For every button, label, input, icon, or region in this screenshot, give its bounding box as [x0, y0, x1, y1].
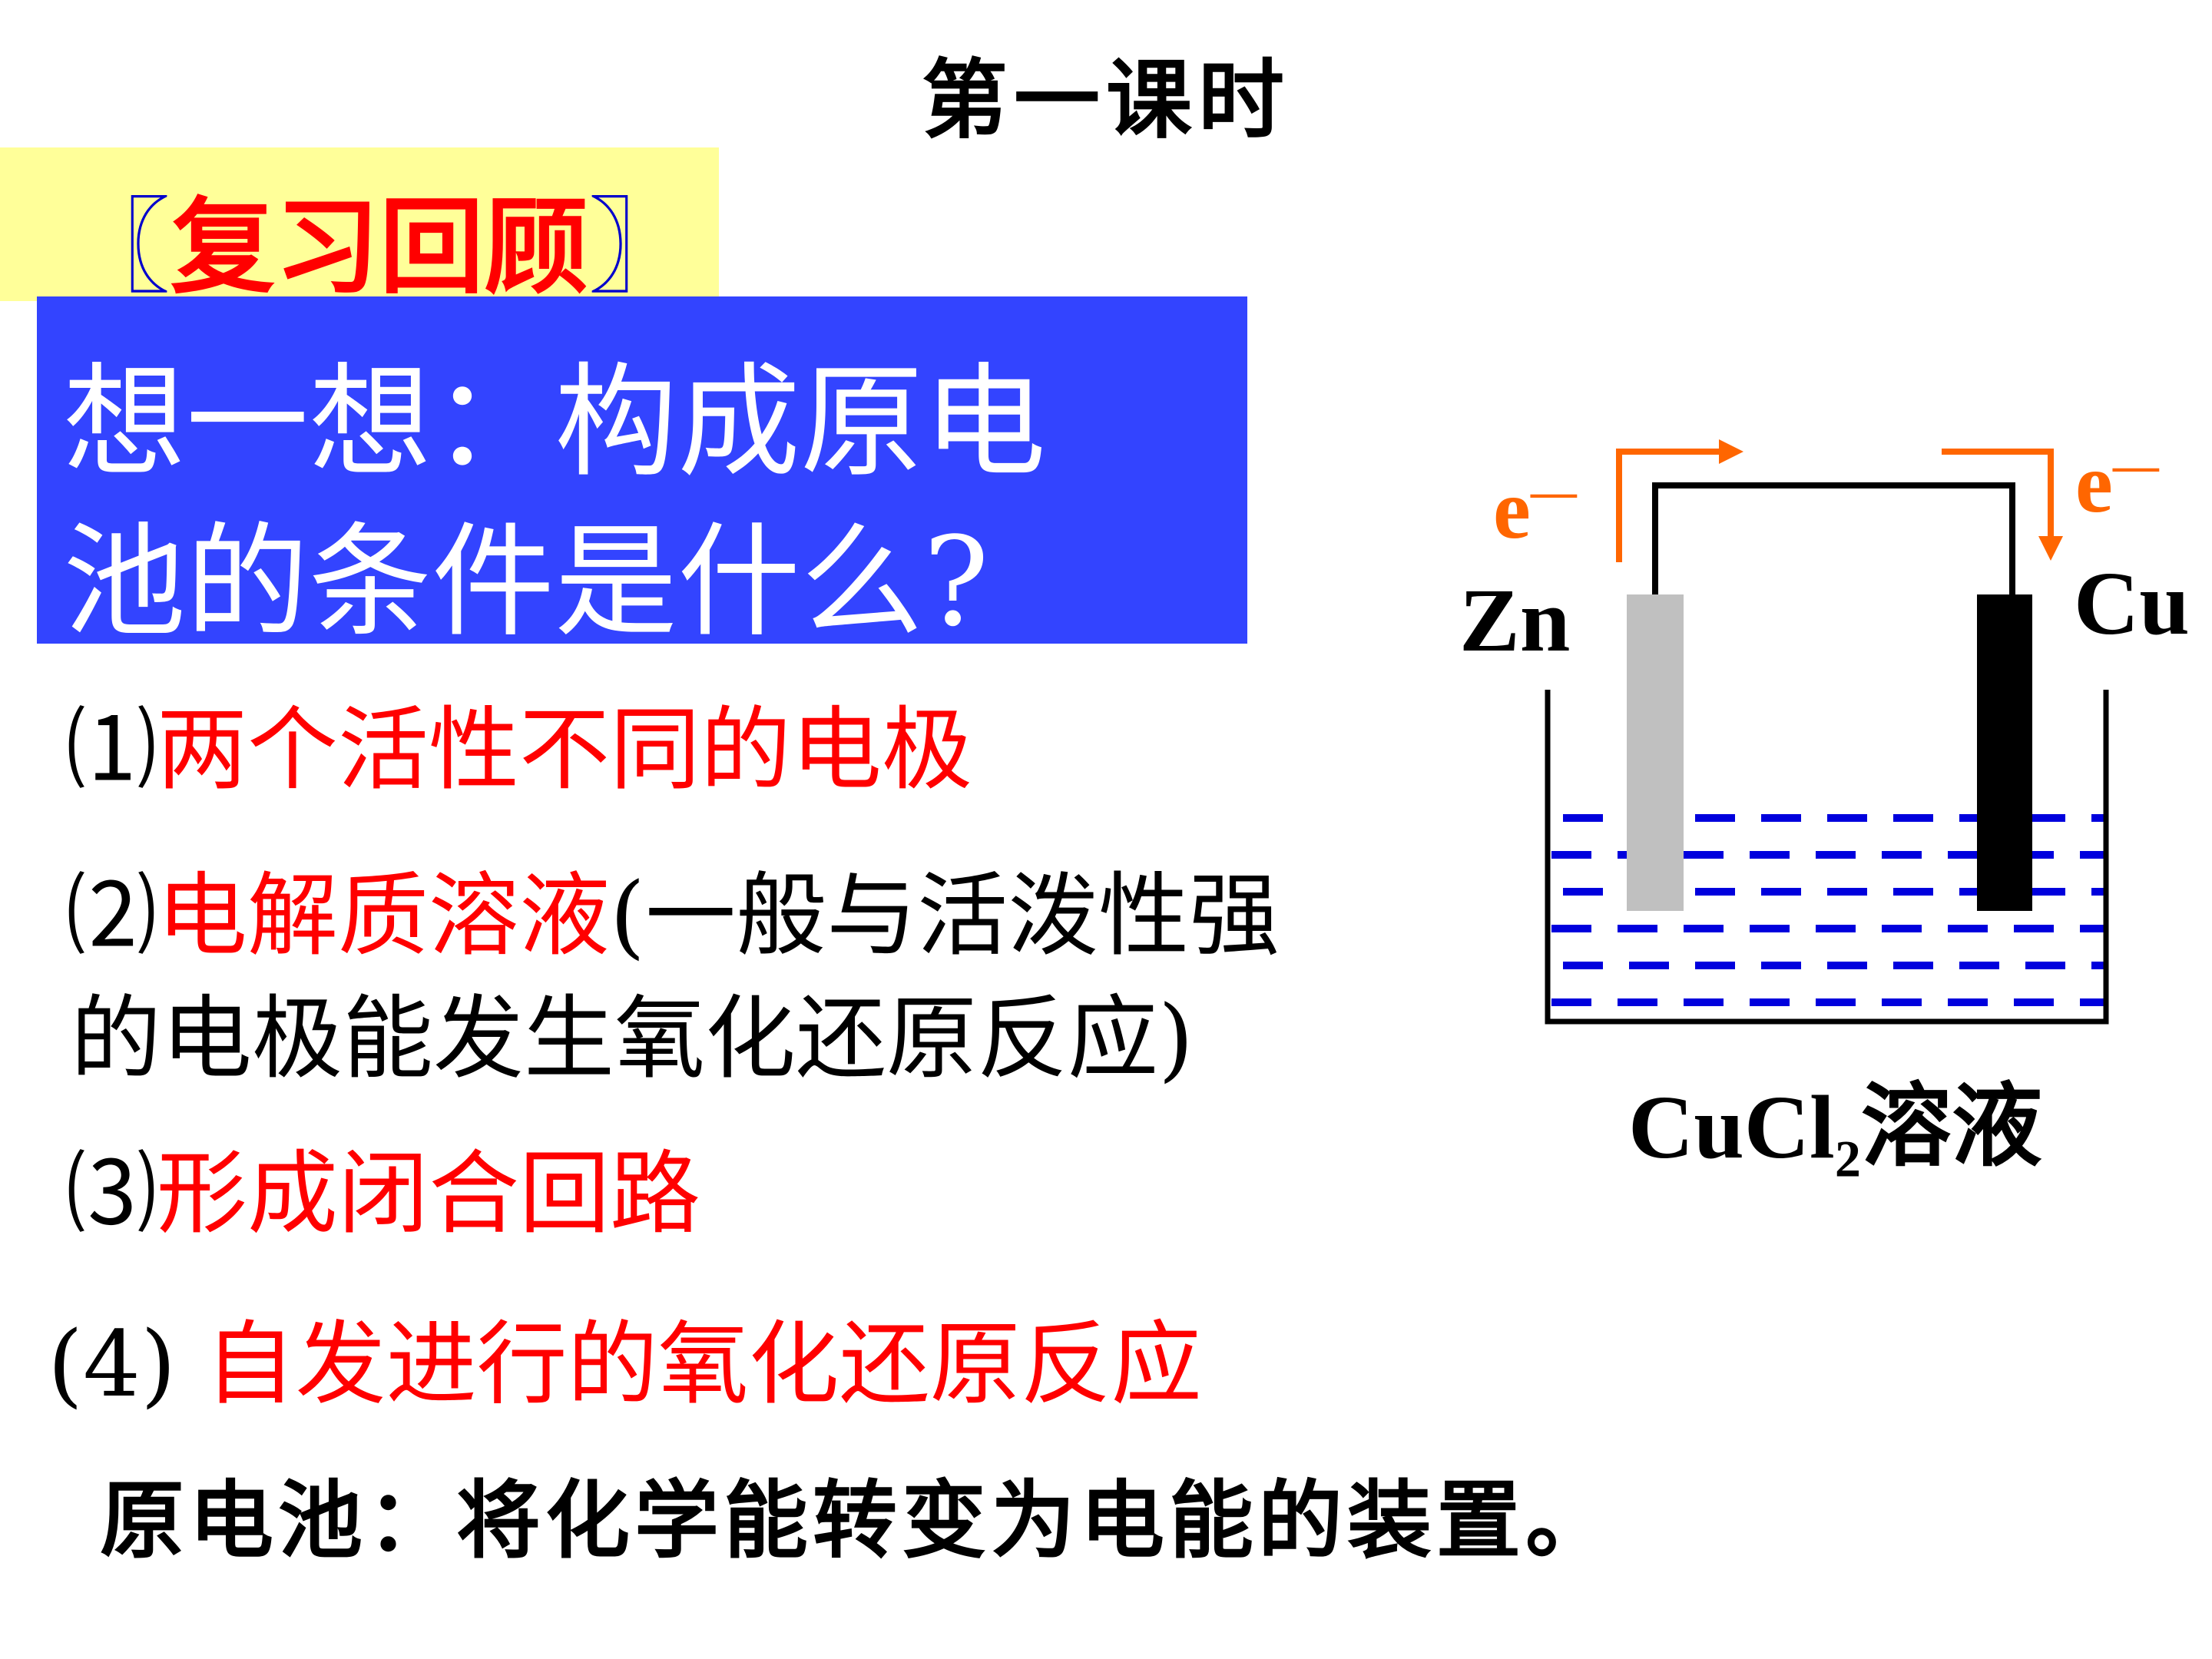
solution-label: CuCl2溶液	[1628, 1072, 2042, 1188]
question-line-2: 池的条件是什么?	[63, 510, 989, 654]
condition-number: (4)	[48, 1311, 205, 1417]
beaker	[1545, 690, 2109, 1025]
review-banner	[0, 147, 719, 301]
condition-3: ⑶形成闭合回路	[66, 1120, 700, 1251]
copper-electrode	[1977, 594, 2032, 911]
condition-note: (一般与活泼性强	[610, 863, 1280, 969]
condition-number: ⑵	[66, 863, 157, 969]
condition-text: 电解质溶液	[157, 863, 611, 969]
condition-text: 两个活性不同的电极	[157, 697, 973, 803]
condition-2: ⑵电解质溶液(一般与活泼性强	[66, 842, 1280, 973]
copper-label: Cu	[2074, 553, 2190, 654]
definition: 原电池：将化学能转变为电能的装置。	[100, 1472, 1614, 1570]
arrow-head-down	[2038, 536, 2063, 561]
condition-number: ⑴	[66, 697, 157, 803]
review-heading: 〖复习回顾〗	[66, 163, 693, 314]
close-bracket: 〗	[588, 187, 693, 309]
zinc-electrode	[1627, 594, 1684, 911]
condition-1: ⑴两个活性不同的电极	[66, 676, 972, 807]
arrow-head-right	[1719, 439, 1743, 464]
electron-arrow-right	[1942, 449, 2054, 536]
review-label: 复习回顾	[171, 187, 588, 309]
condition-text: 自发进行的氧化还原反应	[204, 1311, 1202, 1417]
condition-4: (4) 自发进行的氧化还原反应	[48, 1290, 1202, 1422]
question-line-1: 想一想：构成原电	[63, 350, 1047, 494]
electron-label-right: e—	[2075, 436, 2159, 530]
external-wire	[1652, 482, 2015, 594]
galvanic-cell-diagram	[1545, 439, 2109, 1025]
condition-number: ⑶	[66, 1141, 157, 1247]
page-title: 第一课时	[922, 51, 1290, 151]
condition-text: 形成闭合回路	[157, 1141, 701, 1247]
question-box	[37, 296, 1247, 644]
condition-2-continued: 的电极能发生氧化还原反应)	[71, 985, 1194, 1091]
zinc-label: Zn	[1459, 570, 1571, 671]
electron-label-left: e—	[1493, 462, 1577, 556]
open-bracket: 〖	[66, 187, 171, 309]
electron-arrow-left	[1616, 449, 1719, 562]
